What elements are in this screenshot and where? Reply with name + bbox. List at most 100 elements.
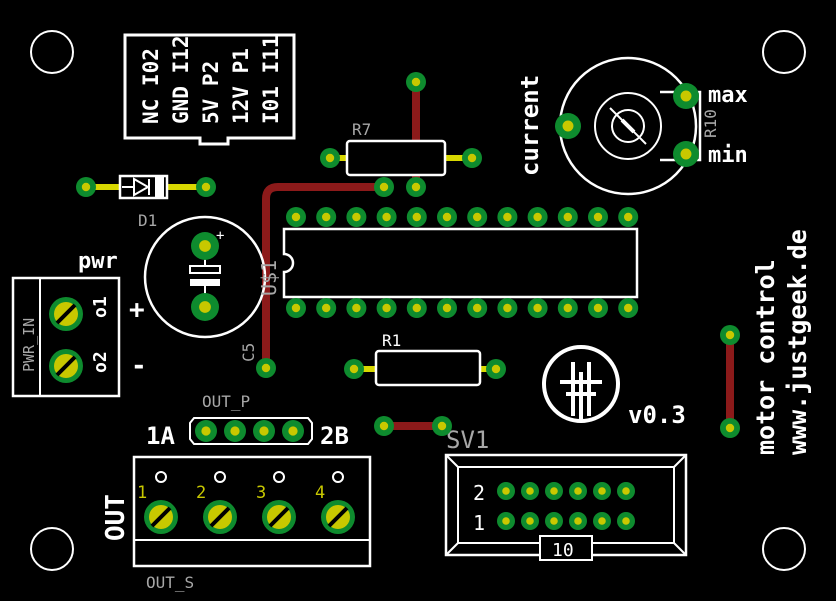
mounting-hole-top-left <box>30 30 74 74</box>
website-label: www.justgeek.de <box>783 229 812 455</box>
pad-d1-left <box>76 177 96 197</box>
terminal-out-2 <box>203 500 237 534</box>
pad-out-p <box>224 420 246 442</box>
pot-max-label: max <box>708 83 748 108</box>
out-num-1: 1 <box>137 483 147 503</box>
r7-label: R7 <box>352 120 371 139</box>
pad-c5-plus <box>191 232 219 260</box>
pwr-minus-label: - <box>131 351 147 381</box>
pad-right-top <box>720 325 740 345</box>
ic-pad-bottom <box>316 298 337 318</box>
label-2b: 2B <box>320 422 349 450</box>
pad-pot-max <box>673 83 699 109</box>
ic-pad-bottom <box>588 298 608 318</box>
ic-pin-label-4: 12V P1 <box>229 48 253 124</box>
pad-r7-left <box>320 148 340 168</box>
pad-pot-min <box>673 141 699 167</box>
trace-cap-to-r7 <box>262 183 388 372</box>
ic-pin-label-5: I01 I11 <box>259 35 283 124</box>
out-label: OUT <box>101 494 131 541</box>
sv1-pin-count: 10 <box>552 540 574 561</box>
pad-r1-left <box>344 359 364 379</box>
out-s-label: OUT_S <box>146 573 194 592</box>
pad-sv1-row2 <box>497 482 515 500</box>
pad-sv1-row1 <box>593 512 611 530</box>
ic-pad-bottom <box>286 298 306 318</box>
pad-out-p <box>253 420 275 442</box>
pad-sv1-row2 <box>521 482 539 500</box>
c5-label: C5 <box>239 343 258 362</box>
out-num-4: 4 <box>315 483 325 503</box>
ic-pad-top <box>406 207 427 227</box>
ic-pad-top <box>618 207 639 227</box>
ic-pad-top <box>588 207 608 227</box>
out-num-3: 3 <box>256 483 266 503</box>
out-p-label: OUT_P <box>202 392 250 411</box>
pad-sv1-trace-b <box>432 416 452 436</box>
pot-min-label: min <box>708 143 748 168</box>
pad-r7-a <box>374 177 394 197</box>
pad-r7-top <box>406 72 426 92</box>
pad-sv1-row2 <box>593 482 611 500</box>
terminal-pwr-2 <box>49 349 83 383</box>
pwr-label: pwr <box>78 249 118 274</box>
out-p-header: OUT_P 1A 2B <box>146 392 349 450</box>
ic-pad-top <box>346 207 367 227</box>
ic-pad-bottom <box>406 298 427 318</box>
pad-sv1-trace-a <box>374 416 394 436</box>
out-num-2: 2 <box>196 483 206 503</box>
terminal-o2-label: o2 <box>90 351 111 373</box>
ic-pin-label-2: GND I12 <box>169 35 193 124</box>
label-1a: 1A <box>146 422 175 450</box>
ic-pad-bottom <box>346 298 367 318</box>
motor-control-label: motor control <box>751 259 780 455</box>
pad-r7-right <box>462 148 482 168</box>
pad-out-p <box>195 420 217 442</box>
ic-pad-top <box>316 207 337 227</box>
ic-pad-top <box>557 207 578 227</box>
ic-pad-bottom <box>437 298 457 318</box>
pwr-in-label: PWR_IN <box>20 318 38 372</box>
pad-sv1-row1 <box>545 512 563 530</box>
ic-pad-top <box>497 207 518 227</box>
d1-label: D1 <box>138 211 157 230</box>
resistor-r7: R7 <box>330 120 472 177</box>
pad-sv1-row2 <box>569 482 587 500</box>
current-label: current <box>516 75 544 176</box>
mounting-hole-bottom-left <box>30 527 74 571</box>
sv1-connector: SV1 10 2 1 <box>444 426 688 561</box>
pad-d1-right <box>196 177 216 197</box>
ic-pad-bottom <box>376 298 397 318</box>
sv1-row-2-label: 2 <box>473 481 485 505</box>
mounting-holes <box>30 30 806 571</box>
ic-pad-top <box>376 207 397 227</box>
ic-pinout-label: NC I02 GND I12 5V P2 12V P1 I01 I11 <box>123 33 296 146</box>
ic-pad-bottom <box>467 298 488 318</box>
capacitor-plus-label: + <box>216 228 224 244</box>
pad-pot-wiper <box>555 113 581 139</box>
ic-pad-top <box>437 207 457 227</box>
pad-trace-end <box>256 358 276 378</box>
u1-label: U$1 <box>257 260 281 296</box>
version-label: v0.3 <box>628 401 686 429</box>
terminal-out-3 <box>262 500 296 534</box>
ic-pad-bottom <box>497 298 518 318</box>
pad-sv1-row2 <box>545 482 563 500</box>
terminal-out-4 <box>321 500 355 534</box>
ic-pad-top <box>467 207 488 227</box>
sv1-row-1-label: 1 <box>473 511 485 535</box>
terminal-out-1 <box>144 500 178 534</box>
pad-right-bottom <box>720 418 740 438</box>
pad-sv1-row1 <box>569 512 587 530</box>
pad-r1-right <box>486 359 506 379</box>
power-terminal: PWR_IN o1 o2 pwr + - <box>11 249 147 398</box>
pad-r7-b <box>406 177 426 197</box>
terminal-pwr-1 <box>49 297 83 331</box>
ic-pin-label-3: 5V P2 <box>199 61 223 124</box>
logo-symbol <box>542 345 620 423</box>
ic-u1: U$1 <box>257 227 639 299</box>
ic-pad-top <box>527 207 548 227</box>
pads-layer <box>49 72 740 534</box>
terminal-o1-label: o1 <box>90 296 111 318</box>
